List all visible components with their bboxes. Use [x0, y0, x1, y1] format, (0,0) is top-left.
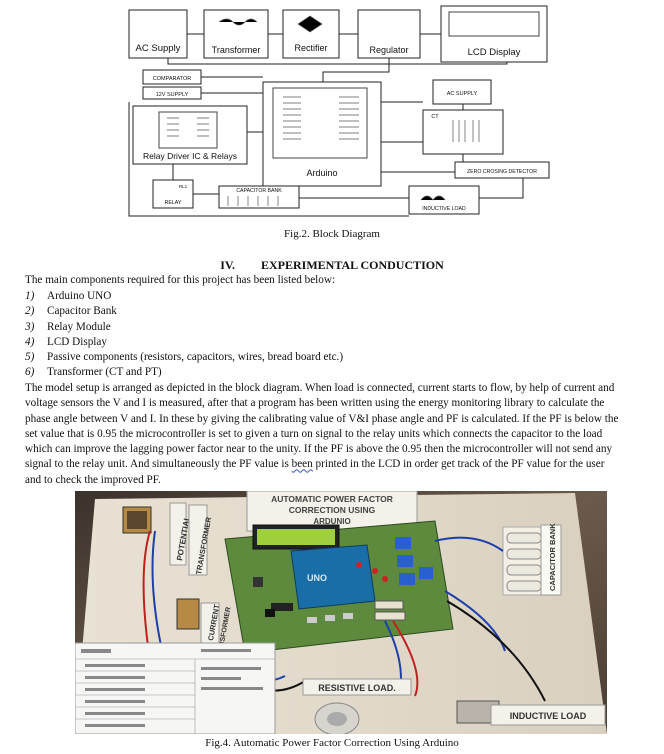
list-item: 5)Passive components (resistors, capacit…	[25, 351, 344, 364]
list-item: 6)Transformer (CT and PT)	[25, 366, 162, 379]
spellcheck-word: been	[291, 458, 313, 471]
ac-supply-label: AC Supply	[136, 43, 181, 54]
photo-title-3: ARDUNIO	[313, 517, 350, 526]
inductive-load-block	[408, 185, 480, 215]
transformer-label: Transformer	[212, 45, 261, 55]
zcd-label: ZERO CROSING DETECTOR	[467, 169, 537, 175]
list-item: 4)LCD Display	[25, 335, 107, 348]
svg-text:UNO: UNO	[307, 573, 327, 583]
list-item: 1)Arduino UNO	[25, 290, 112, 302]
arduino-block	[262, 81, 382, 187]
inductive-load-label: INDUCTIVE LOAD	[422, 206, 466, 212]
component-list: 1)Arduino UNO 2)Capacitor Bank 3)Relay M…	[25, 289, 343, 381]
photo-resistive-load-label: RESISTIVE LOAD.	[318, 683, 396, 693]
intro-text: The main components required for this pr…	[25, 274, 336, 286]
section-title: EXPERIMENTAL CONDUCTION	[261, 258, 444, 272]
ac-supply-small-label: AC SUPPLY	[447, 91, 478, 97]
ct-label: CT	[431, 114, 439, 120]
list-item: 2)Capacitor Bank	[25, 305, 117, 318]
photo-inductive-load-label: INDUCTIVE LOAD	[510, 711, 587, 721]
photo-capacitor-bank-label: CAPACITOR BANK	[548, 523, 557, 591]
fig2-caption: Fig.2. Block Diagram	[284, 228, 380, 240]
capacitor-bank-block	[218, 185, 300, 209]
photo-title-1: AUTOMATIC POWER FACTOR	[271, 494, 393, 504]
capacitor-bank-label: CAPACITOR BANK	[236, 188, 282, 194]
comparator-label: COMPARATOR	[153, 76, 192, 82]
section-number: IV.	[220, 258, 235, 272]
lcd-display-label: LCD Display	[468, 47, 521, 58]
rl1-label: RL1	[179, 184, 188, 189]
relay-label: RELAY	[165, 200, 182, 206]
block-diagram: AC Supply Transformer Rectifier Regulato…	[128, 5, 550, 217]
supply-12v-label: 12V SUPPLY	[156, 92, 189, 98]
hardware-photo: AUTOMATIC POWER FACTOR CORRECTION USING …	[75, 491, 607, 734]
ac-supply-small-block	[432, 79, 492, 105]
photo-title-2: CORRECTION USING	[289, 505, 376, 515]
fig4-caption: Fig.4. Automatic Power Factor Correction…	[205, 737, 459, 749]
list-item: 3)Relay Module	[25, 320, 111, 333]
rectifier-label: Rectifier	[294, 43, 327, 53]
regulator-label: Regulator	[369, 45, 408, 55]
body-paragraph: The model setup is arranged as depicted …	[25, 382, 619, 486]
section-heading: IV. EXPERIMENTAL CONDUCTION	[0, 258, 664, 273]
relay-driver-label: Relay Driver IC & Relays	[143, 151, 237, 161]
arduino-label: Arduino	[306, 168, 337, 178]
relay-driver-block	[132, 105, 248, 165]
zcd-block	[454, 161, 550, 179]
